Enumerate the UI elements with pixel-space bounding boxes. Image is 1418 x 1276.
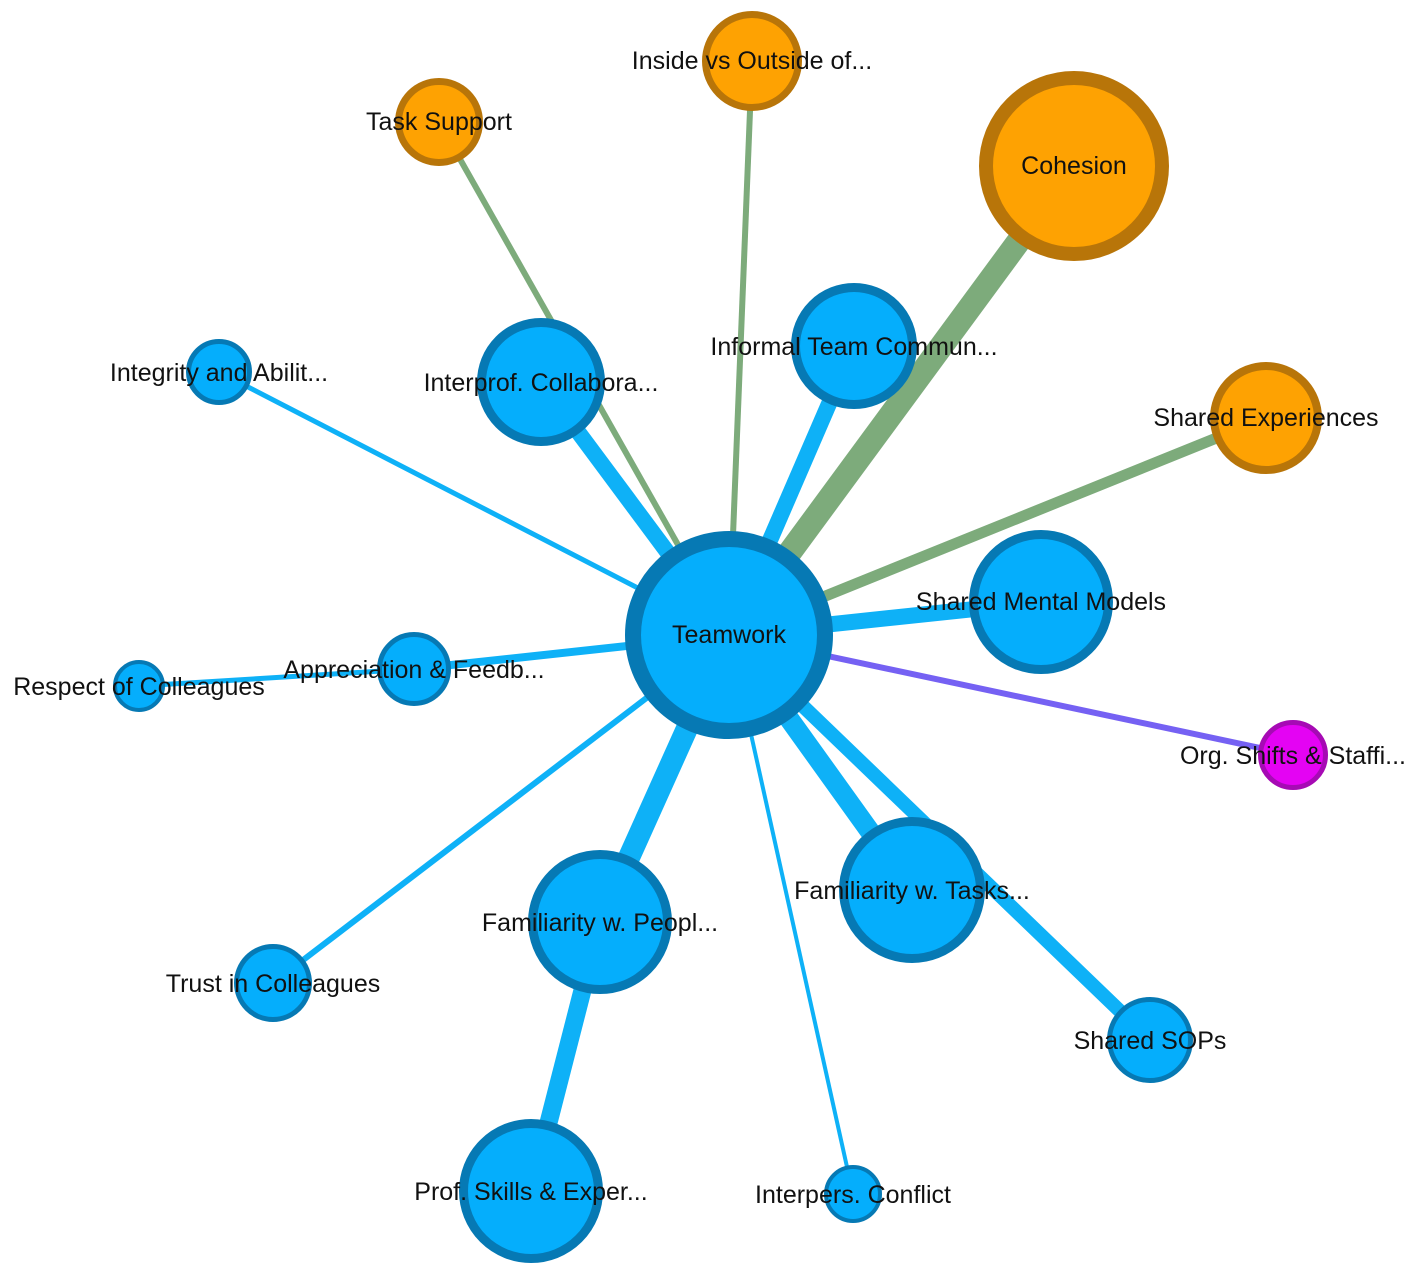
node-label-interpers-conflict: Interpers. Conflict bbox=[755, 1181, 951, 1209]
node-label-interprof-collab: Interprof. Collabora... bbox=[424, 369, 659, 397]
node-label-integrity-ability: Integrity and Abilit... bbox=[110, 359, 328, 387]
node-label-teamwork: Teamwork bbox=[672, 621, 786, 649]
node-label-appreciation-feedback: Appreciation & Feedb... bbox=[283, 656, 544, 684]
node-label-shared-sops: Shared SOPs bbox=[1074, 1027, 1227, 1055]
node-label-trust-colleagues: Trust in Colleagues bbox=[166, 970, 380, 998]
node-interprof-collab[interactable] bbox=[477, 318, 605, 446]
node-interpers-conflict[interactable] bbox=[824, 1165, 882, 1223]
node-teamwork[interactable] bbox=[625, 531, 833, 739]
nodes-layer bbox=[113, 11, 1328, 1263]
node-label-informal-team-comm: Informal Team Commun... bbox=[710, 333, 997, 361]
node-cohesion[interactable] bbox=[979, 71, 1169, 261]
node-label-familiarity-people: Familiarity w. Peopl... bbox=[482, 909, 718, 937]
node-shared-experiences[interactable] bbox=[1210, 362, 1322, 474]
node-prof-skills[interactable] bbox=[459, 1119, 603, 1263]
node-familiarity-people[interactable] bbox=[528, 850, 672, 994]
node-inside-outside[interactable] bbox=[702, 11, 802, 111]
edge-appreciation-feedback-to-respect-colleagues bbox=[138, 666, 415, 689]
node-label-shared-mental-models: Shared Mental Models bbox=[916, 588, 1166, 616]
node-integrity-ability[interactable] bbox=[186, 339, 252, 405]
node-trust-colleagues[interactable] bbox=[234, 944, 312, 1022]
node-shared-mental-models[interactable] bbox=[969, 530, 1113, 674]
node-task-support[interactable] bbox=[395, 78, 483, 166]
node-label-cohesion: Cohesion bbox=[1021, 152, 1127, 180]
node-informal-team-comm[interactable] bbox=[791, 283, 917, 409]
labels-layer: Teamwork Cohesion Inside vs Outside of... T… bbox=[13, 47, 1406, 1209]
node-appreciation-feedback[interactable] bbox=[377, 632, 451, 706]
node-familiarity-tasks[interactable] bbox=[839, 817, 985, 963]
node-label-org-shifts-staffing: Org. Shifts & Staffi... bbox=[1180, 742, 1406, 770]
node-respect-colleagues[interactable] bbox=[113, 660, 165, 712]
node-label-inside-outside: Inside vs Outside of... bbox=[632, 47, 872, 75]
node-shared-sops[interactable] bbox=[1107, 997, 1193, 1083]
node-label-prof-skills: Prof. Skills & Exper... bbox=[414, 1178, 647, 1206]
node-org-shifts-staffing[interactable] bbox=[1258, 720, 1328, 790]
node-label-task-support: Task Support bbox=[366, 108, 512, 136]
node-label-shared-experiences: Shared Experiences bbox=[1153, 404, 1378, 432]
node-label-respect-colleagues: Respect of Colleagues bbox=[13, 673, 265, 701]
node-label-familiarity-tasks: Familiarity w. Tasks... bbox=[794, 877, 1030, 905]
